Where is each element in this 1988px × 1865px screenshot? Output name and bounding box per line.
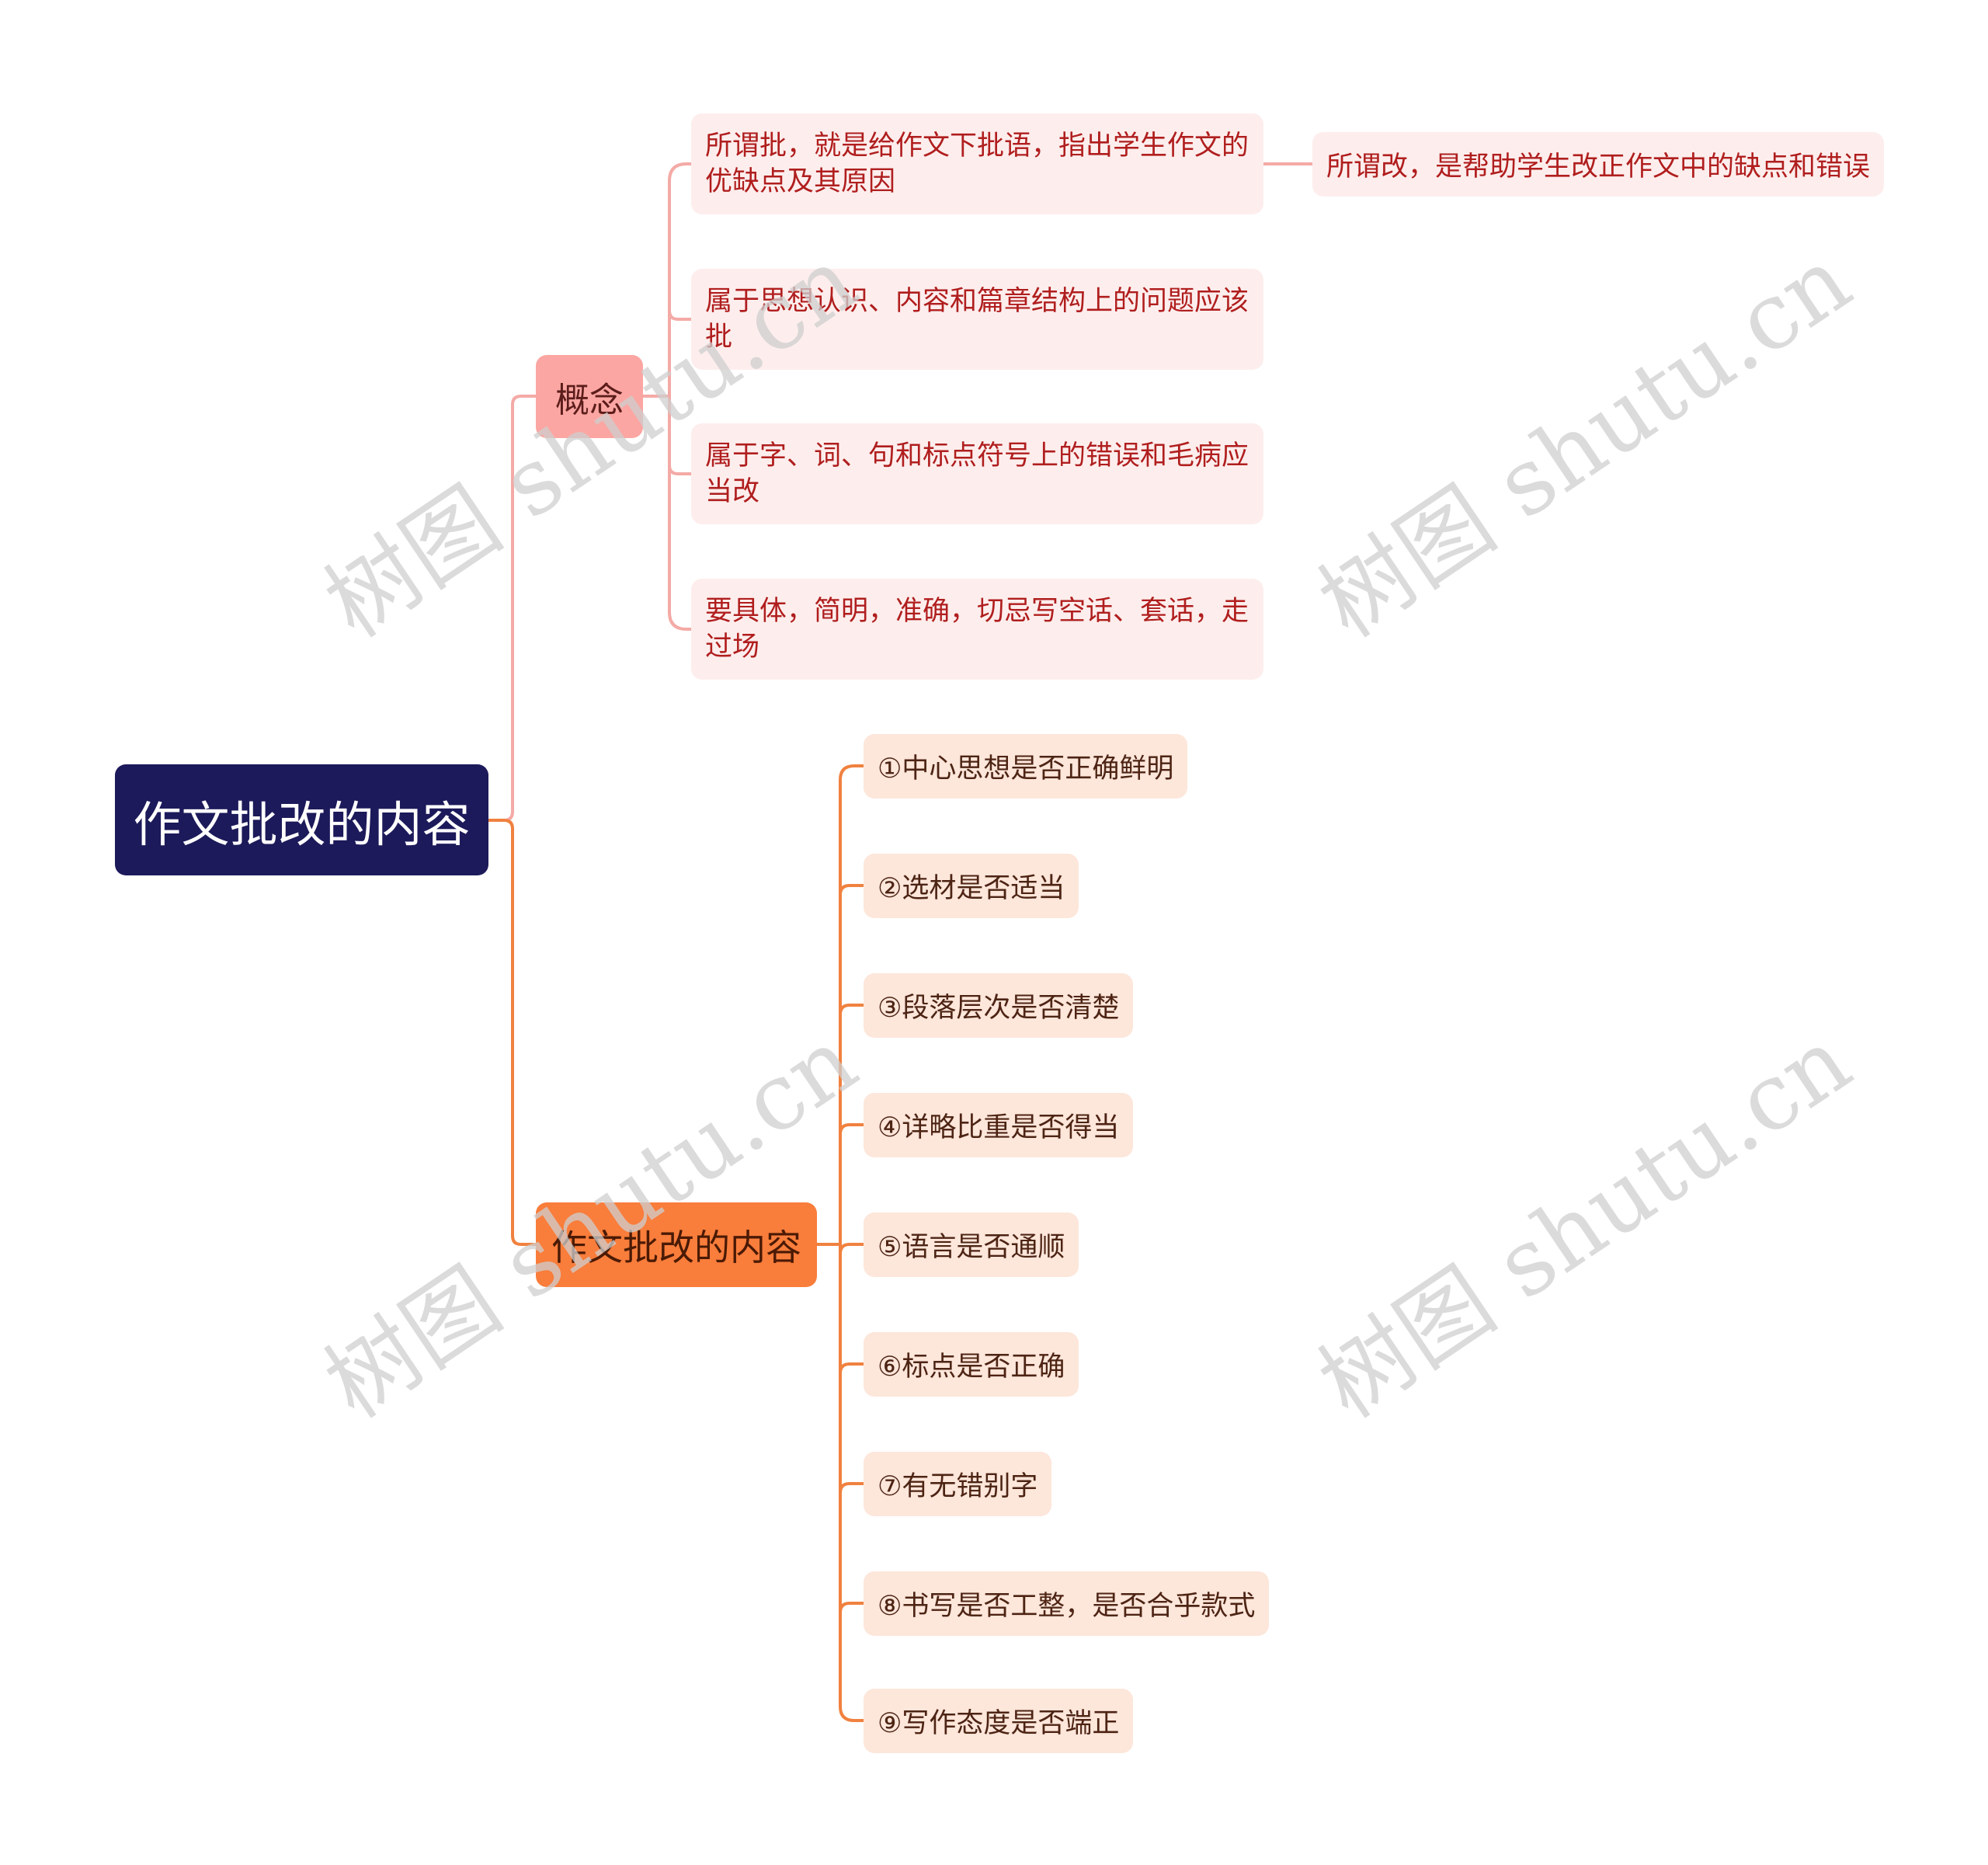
leaf-label: 所谓改，是帮助学生改正作文中的缺点和错误 [1326,151,1871,183]
leaf-node[interactable]: 要具体，简明，准确，切忌写空话、套话，走过场 [691,579,1263,680]
leaf-node[interactable]: ⑨写作态度是否端正 [864,1689,1134,1753]
connector-root-branch2 [488,819,536,1246]
leaf-label: ①中心思想是否正确鲜明 [878,753,1174,785]
leaf-label: 要具体，简明，准确，切忌写空话、套话，走过场 [705,596,1249,663]
connector-branch2-leaf7 [839,1482,864,1494]
branch-label: 概念 [555,380,624,420]
branch-node-content[interactable]: 作文批改的内容 [536,1202,817,1287]
leaf-node[interactable]: ⑦有无错别字 [864,1452,1052,1516]
leaf-node[interactable]: 所谓批，就是给作文下批语，指出学生作文的优缺点及其原因 [691,113,1263,214]
leaf-node[interactable]: ①中心思想是否正确鲜明 [864,734,1188,799]
connector-branch2-leaf9 [839,1706,864,1722]
connector-branch1-leaf1 [668,162,691,396]
branch-label: 作文批改的内容 [551,1226,801,1268]
leaf-node[interactable]: ③段落层次是否清楚 [864,973,1134,1038]
leaf-label: ④详略比重是否得当 [878,1112,1120,1143]
connector-branch2-leaf2 [839,884,864,896]
leaf-label: 所谓批，就是给作文下批语，指出学生作文的优缺点及其原因 [705,130,1249,197]
leaf-label: ③段落层次是否清楚 [878,993,1120,1024]
leaf-node[interactable]: ⑧书写是否工整，是否合乎款式 [864,1571,1270,1636]
leaf-label: 属于思想认识、内容和篇章结构上的问题应该批 [705,286,1249,353]
connector-branch2-leaf6 [839,1362,864,1374]
leaf-node[interactable]: 属于字、词、句和标点符号上的错误和毛病应当改 [691,423,1263,524]
connector-branch2-leaf1 [839,764,864,781]
leaf-node[interactable]: ⑥标点是否正确 [864,1332,1079,1397]
connector-branch2-leaf8 [839,1602,864,1613]
connector-branch1-leaf2 [668,310,691,321]
connector-branch2-leaf5 [839,1243,864,1254]
leaf-node[interactable]: ⑤语言是否通顺 [864,1213,1079,1277]
leaf-node[interactable]: ④详略比重是否得当 [864,1093,1134,1157]
leaf-label: ⑥标点是否正确 [878,1352,1065,1383]
branch-node-concept[interactable]: 概念 [536,355,643,438]
leaf-label: ⑦有无错别字 [878,1471,1038,1502]
leaf-node[interactable]: ②选材是否适当 [864,854,1079,918]
connector-root-branch1 [488,395,536,822]
leaf-label: ②选材是否适当 [878,873,1065,904]
leaf-label: ⑧书写是否工整，是否合乎款式 [878,1591,1256,1622]
connector-branch1-leaf4 [668,465,691,631]
leaf-node[interactable]: 属于思想认识、内容和篇章结构上的问题应该批 [691,269,1263,370]
leaf-node-sub[interactable]: 所谓改，是帮助学生改正作文中的缺点和错误 [1312,132,1884,197]
connector-branch2-leaf4 [839,1123,864,1135]
leaf-label: ⑨写作态度是否端正 [878,1708,1120,1739]
leaf-label: ⑤语言是否通顺 [878,1232,1065,1263]
root-node[interactable]: 作文批改的内容 [115,764,488,875]
connector-branch1-leaf3 [668,396,691,475]
leaf-label: 属于字、词、句和标点符号上的错误和毛病应当改 [705,440,1249,507]
root-label: 作文批改的内容 [133,795,471,853]
connector-branch2-leaf3 [839,1004,864,1015]
